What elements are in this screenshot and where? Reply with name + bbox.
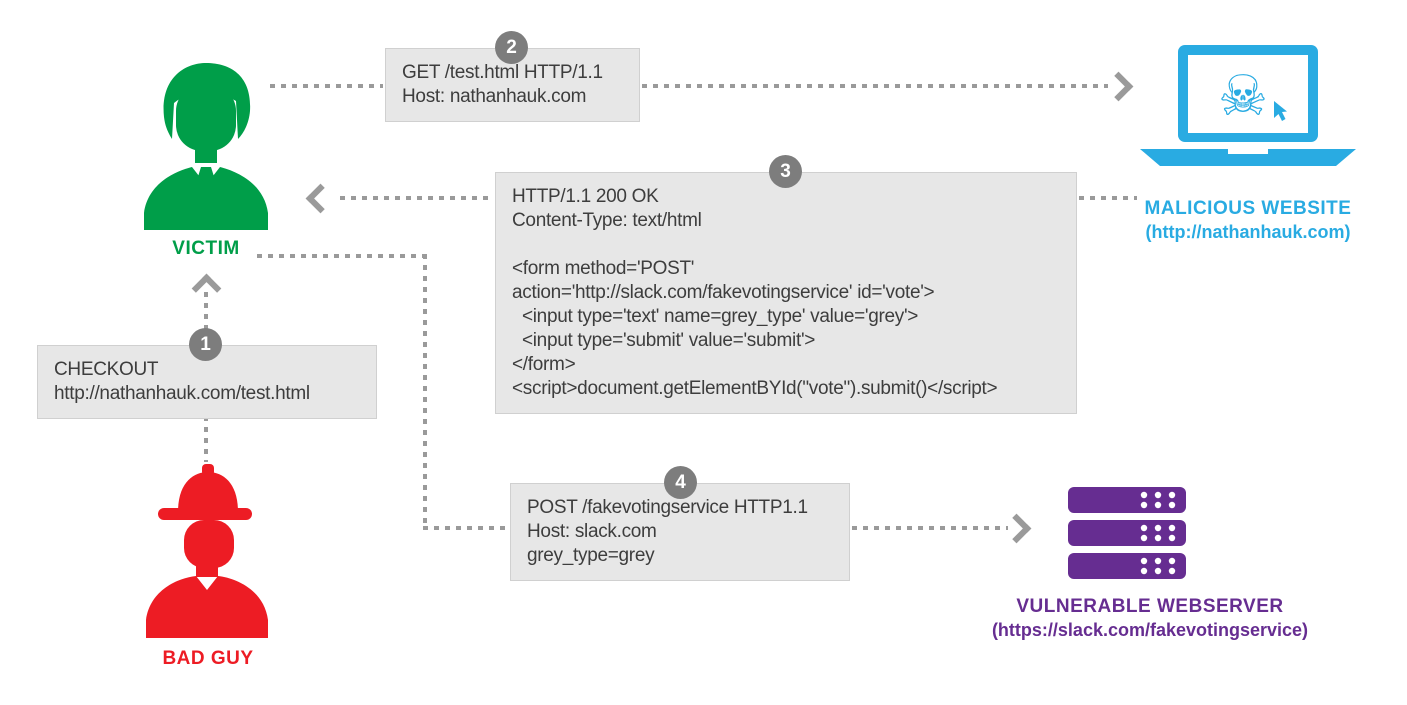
message-line: </form> (512, 354, 576, 375)
arrowhead-up-icon (191, 273, 222, 304)
step-3-response-box: HTTP/1.1 200 OK Content-Type: text/html … (495, 172, 1077, 414)
message-line: <form method='POST' (512, 258, 695, 279)
message-line: Host: nathanhauk.com (402, 86, 587, 107)
step-3-badge: 3 (769, 155, 802, 188)
message-line: HTTP/1.1 200 OK (512, 186, 659, 207)
message-line: POST /fakevotingservice HTTP1.1 (527, 497, 808, 518)
message-line: <input type='submit' value='submit'> (512, 330, 816, 351)
vulnerable-webserver-label: VULNERABLE WEBSERVER (1016, 596, 1284, 617)
message-line: CHECKOUT (54, 359, 159, 380)
message-line: Host: slack.com (527, 521, 657, 542)
svg-text:☠: ☠ (1218, 64, 1268, 129)
dotted-line-victim-horizontal (257, 254, 425, 258)
dotted-line-to-step4 (423, 526, 508, 530)
message-line (512, 233, 1060, 257)
dotted-line-step1-lower (204, 416, 208, 462)
arrowhead-right-icon (1103, 71, 1134, 102)
dotted-line-step2-right (642, 84, 1108, 88)
malicious-website-url: (http://nathanhauk.com) (1145, 222, 1351, 242)
dotted-line-step2-left (270, 84, 383, 88)
malicious-laptop-skull-icon: ☠ (1140, 45, 1356, 173)
message-line: grey_type=grey (527, 545, 655, 566)
step-4-post-box: POST /fakevotingservice HTTP1.1 Host: sl… (510, 483, 850, 581)
message-line: Content-Type: text/html (512, 210, 702, 231)
arrowhead-left-icon (305, 183, 336, 214)
dotted-line-step3-right (1079, 196, 1137, 200)
vulnerable-webserver-url: (https://slack.com/fakevotingservice) (991, 620, 1309, 640)
malicious-website-label: MALICIOUS WEBSITE (1144, 198, 1352, 219)
step-2-badge: 2 (495, 31, 528, 64)
server-stack-icon (1068, 487, 1186, 579)
message-line: <input type='text' name=grey_type' value… (512, 306, 919, 327)
dotted-line-step4 (852, 526, 1008, 530)
step-1-badge: 1 (189, 328, 222, 361)
victim-person-icon (140, 55, 272, 230)
message-line: <script>document.getElementBYId("vote").… (512, 378, 998, 399)
arrowhead-right-icon (1001, 513, 1032, 544)
dotted-line-victim-vertical (423, 254, 427, 530)
step-4-badge: 4 (664, 466, 697, 499)
bad-guy-label: BAD GUY (162, 648, 254, 669)
message-line: http://nathanhauk.com/test.html (54, 383, 310, 404)
message-line: action='http://slack.com/fakevotingservi… (512, 282, 935, 303)
bad-guy-person-icon (140, 458, 275, 638)
dotted-line-step3-left (340, 196, 493, 200)
victim-label: VICTIM (172, 238, 240, 259)
dotted-line-step1-upper (204, 292, 208, 343)
message-line: GET /test.html HTTP/1.1 (402, 62, 603, 83)
step-2-request-box: GET /test.html HTTP/1.1 Host: nathanhauk… (385, 48, 640, 122)
